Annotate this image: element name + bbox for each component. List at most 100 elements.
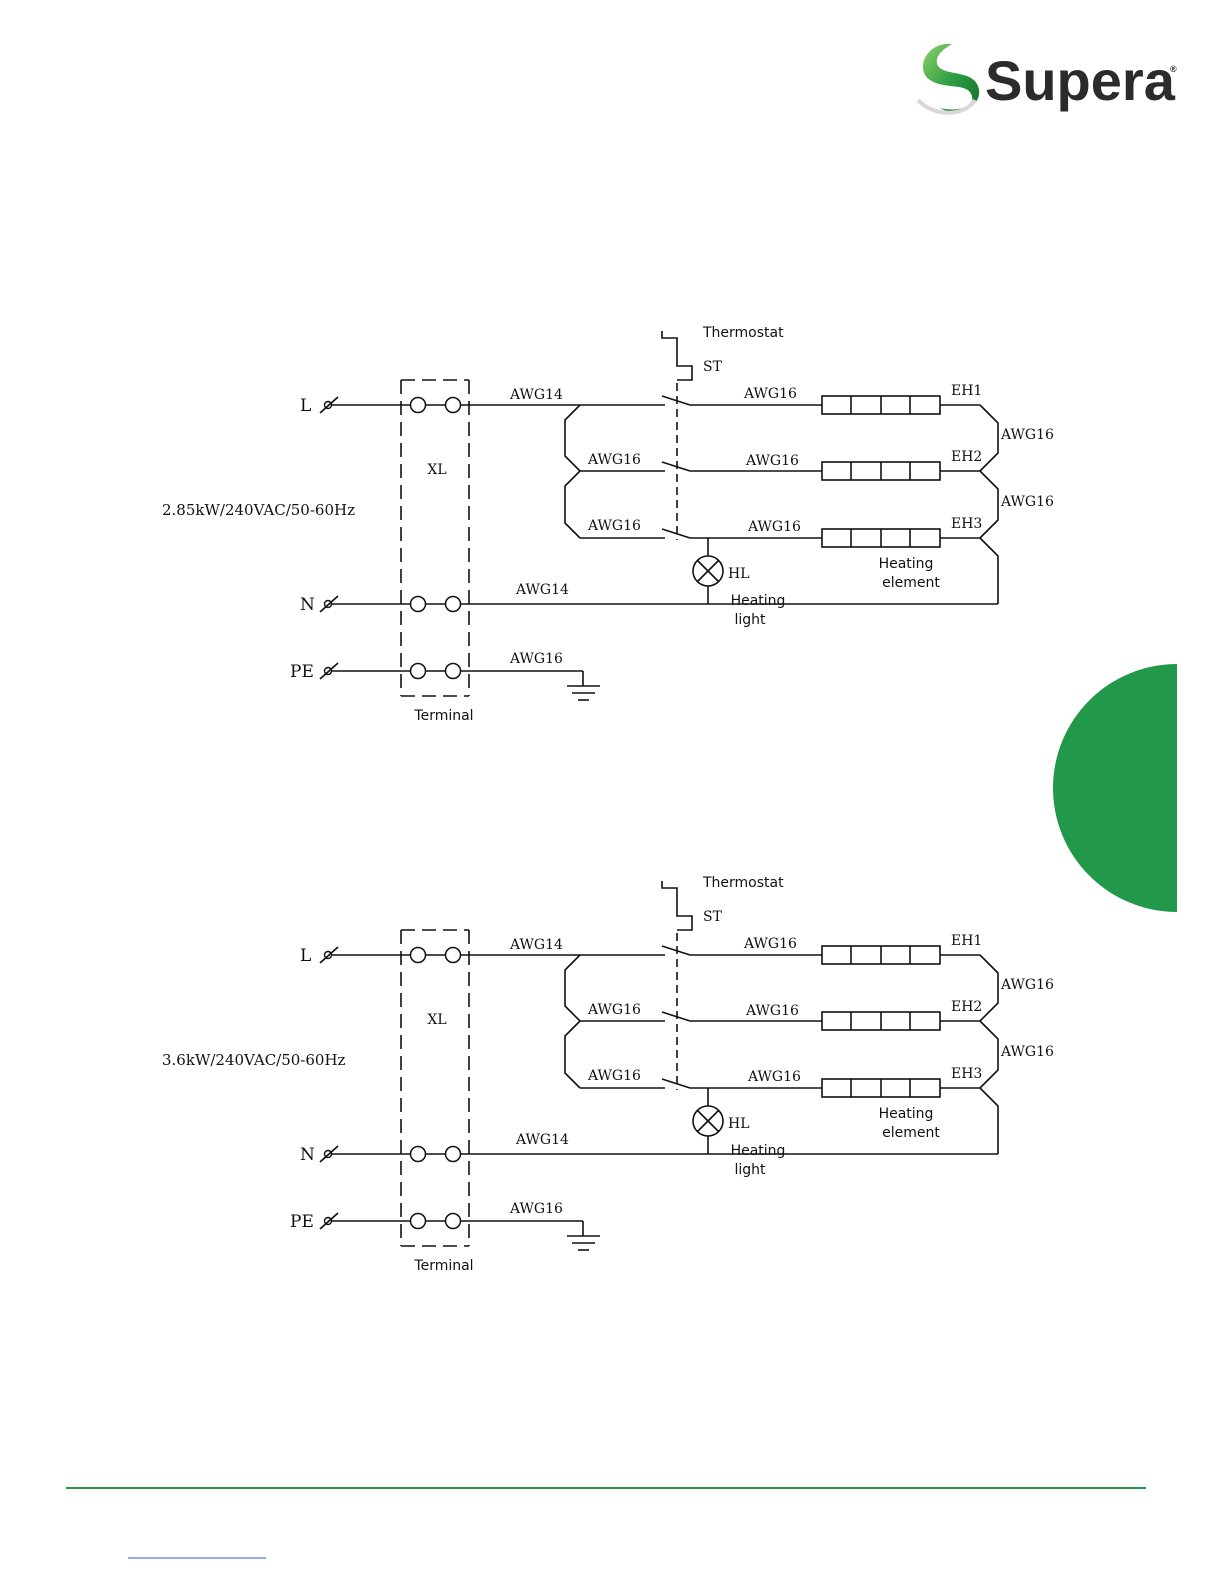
line-label-l: L (300, 946, 311, 966)
terminal-screw-a-n (409, 1145, 427, 1163)
thermostat-code: ST (703, 359, 723, 375)
terminal-screw-a-l (409, 396, 427, 414)
entry-slash-n (319, 1145, 339, 1163)
entry-point-pe (323, 1216, 333, 1226)
line-label-l: L (300, 396, 311, 416)
line-label-pe: PE (290, 662, 314, 682)
terminal-caption: Terminal (413, 708, 473, 724)
supera-logo: Supera ® (916, 43, 1177, 115)
wire-label-pe: AWG16 (509, 1201, 563, 1217)
lamp-caption-line1: Heating (731, 1143, 786, 1159)
terminal-screw-b-pe (444, 662, 462, 680)
terminal-screw-a-pe (409, 662, 427, 680)
wire-label-eh3-feed: AWG16 (747, 1069, 801, 1085)
wire-label-branch2: AWG16 (587, 1002, 641, 1018)
wire-label-l-main: AWG14 (509, 937, 563, 953)
thermostat-label: Thermostat (702, 875, 784, 891)
lamp-caption-line1: Heating (731, 593, 786, 609)
thermostat-contact-1 (661, 945, 691, 956)
entry-slash-pe (319, 1212, 339, 1230)
wiring-diagram-bottom: XLTerminalLNPE3.6kW/240VAC/50-60HzAWG14A… (162, 875, 1054, 1274)
entry-point-l (323, 950, 333, 960)
terminal-screw-a-n (409, 595, 427, 613)
lamp-cross-2 (696, 559, 720, 583)
terminal-block-label: XL (427, 462, 446, 478)
element-label-eh1: EH1 (951, 933, 982, 949)
entry-slash-n (319, 595, 339, 613)
branch-jumper-2 (564, 1020, 581, 1089)
lamp-code: HL (728, 566, 750, 582)
wire-label-jumper2: AWG16 (1000, 1044, 1054, 1060)
thermostat-contact-2 (661, 1011, 691, 1022)
terminal-screw-b-n (444, 595, 462, 613)
wire-label-n-main: AWG14 (515, 1132, 569, 1148)
entry-point-n (323, 1149, 333, 1159)
wire-label-eh1-feed: AWG16 (743, 936, 797, 952)
element-caption-line2: element (882, 1125, 940, 1141)
wire-label-eh2-feed: AWG16 (745, 1003, 799, 1019)
logo-swoosh-shadow-icon (916, 98, 977, 115)
thermostat-code: ST (703, 909, 723, 925)
side-tab-decoration (1053, 664, 1177, 912)
terminal-screw-b-pe (444, 1212, 462, 1230)
element-caption-line1: Heating (879, 1106, 934, 1122)
lamp-code: HL (728, 1116, 750, 1132)
thermostat-contact-3 (661, 1078, 691, 1089)
entry-slash-l (319, 396, 339, 414)
element-label-eh3: EH3 (951, 1066, 982, 1082)
terminal-block-label: XL (427, 1012, 446, 1028)
element-label-eh1: EH1 (951, 383, 982, 399)
terminal-caption: Terminal (413, 1258, 473, 1274)
neutral-return-riser (979, 1087, 999, 1154)
wire-label-jumper2: AWG16 (1000, 494, 1054, 510)
thermostat-contact-1 (661, 395, 691, 406)
right-jumper-1 (979, 954, 999, 1022)
element-caption-line2: element (882, 575, 940, 591)
lamp-caption-line2: light (734, 1162, 766, 1178)
wire-label-eh2-feed: AWG16 (745, 453, 799, 469)
terminal-screw-b-n (444, 1145, 462, 1163)
wire-label-jumper1: AWG16 (1000, 977, 1054, 993)
right-jumper-2 (979, 470, 999, 539)
right-jumper-2 (979, 1020, 999, 1089)
thermostat-symbol-icon (661, 881, 693, 931)
wire-label-eh1-feed: AWG16 (743, 386, 797, 402)
branch-jumper-2 (564, 470, 581, 539)
wire-label-l-main: AWG14 (509, 387, 563, 403)
thermostat-contact-3 (661, 528, 691, 539)
wire-label-jumper1: AWG16 (1000, 427, 1054, 443)
terminal-screw-b-l (444, 946, 462, 964)
thermostat-symbol-icon (661, 331, 693, 381)
brand-name: Supera (985, 49, 1176, 112)
entry-slash-pe (319, 662, 339, 680)
wire-label-pe: AWG16 (509, 651, 563, 667)
registered-mark: ® (1170, 64, 1177, 74)
entry-point-l (323, 400, 333, 410)
wire-label-eh3-feed: AWG16 (747, 519, 801, 535)
line-label-n: N (300, 595, 315, 615)
terminal-block-frame (400, 379, 470, 697)
wire-label-n-main: AWG14 (515, 582, 569, 598)
thermostat-contact-2 (661, 461, 691, 472)
wiring-diagram-top: XLTerminalLNPE2.85kW/240VAC/50-60HzAWG14… (162, 325, 1054, 724)
element-caption-line1: Heating (879, 556, 934, 572)
entry-slash-l (319, 946, 339, 964)
branch-jumper-1 (564, 954, 581, 1022)
entry-point-n (323, 599, 333, 609)
terminal-screw-b-l (444, 396, 462, 414)
terminal-block-frame (400, 929, 470, 1247)
entry-point-pe (323, 666, 333, 676)
lamp-caption-line2: light (734, 612, 766, 628)
wire-label-branch3: AWG16 (587, 518, 641, 534)
element-label-eh2: EH2 (951, 999, 982, 1015)
element-label-eh2: EH2 (951, 449, 982, 465)
wire-label-branch3: AWG16 (587, 1068, 641, 1084)
neutral-return-riser (979, 537, 999, 604)
power-rating-label: 2.85kW/240VAC/50-60Hz (162, 501, 355, 519)
terminal-screw-a-pe (409, 1212, 427, 1230)
element-label-eh3: EH3 (951, 516, 982, 532)
right-jumper-1 (979, 404, 999, 472)
lamp-cross-2 (696, 1109, 720, 1133)
line-label-pe: PE (290, 1212, 314, 1232)
